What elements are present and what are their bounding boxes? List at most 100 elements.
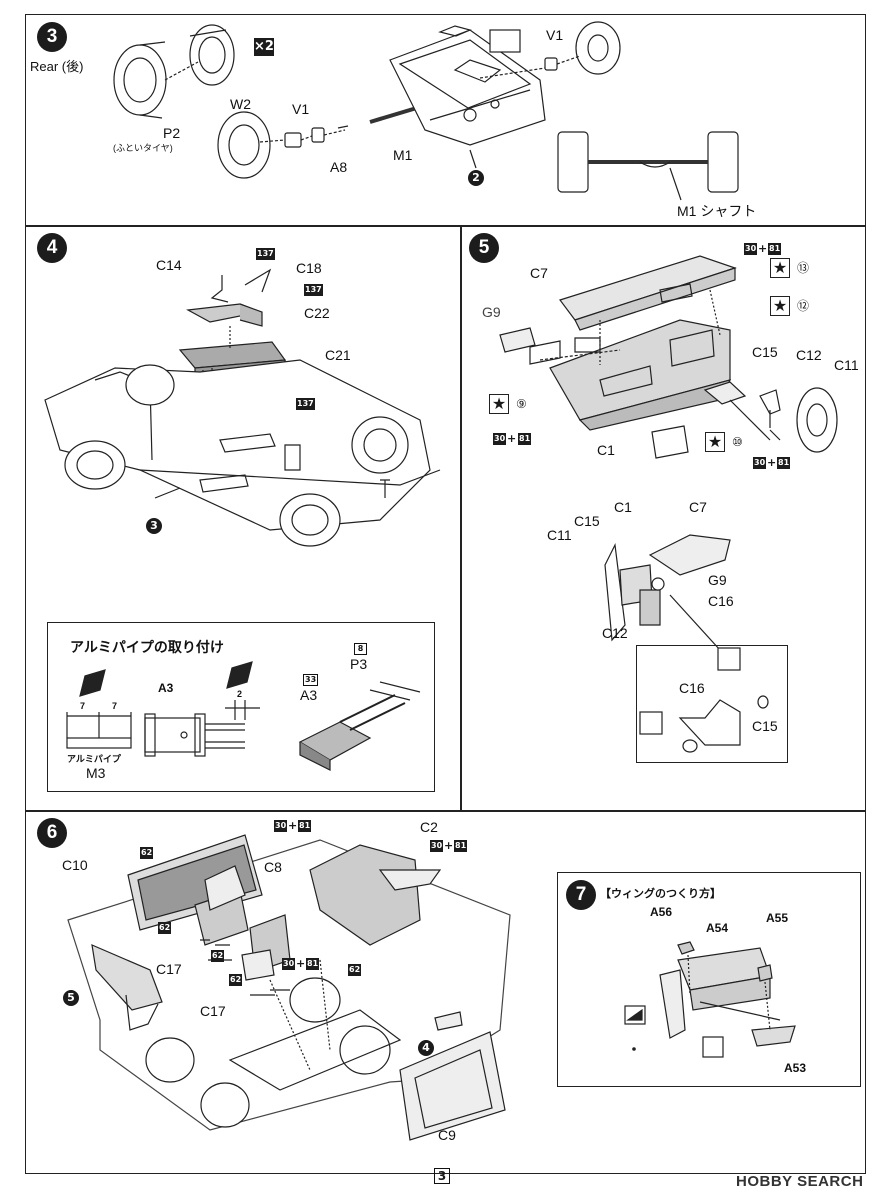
part-v1: V1	[292, 101, 310, 117]
part-p3: P3	[350, 656, 368, 672]
page-number: 3	[434, 1168, 450, 1184]
part-c18: C18	[296, 260, 322, 276]
star-decal-9: ★	[489, 394, 509, 414]
paint-81-f: 81	[306, 958, 320, 970]
part-p2-note: (ふといタイヤ)	[113, 143, 173, 153]
detail-c7: C7	[689, 499, 707, 515]
paint-30-a: 30	[744, 243, 758, 255]
paint-62-c: 62	[211, 950, 225, 962]
part-a3-b: A3	[300, 687, 318, 703]
detail-c15: C15	[574, 513, 600, 529]
paint-137-a: 137	[256, 248, 275, 260]
part-c12: C12	[796, 347, 822, 363]
part-c2: C2	[420, 819, 438, 835]
plus-d: +	[288, 819, 298, 832]
step-5-number: 5	[469, 233, 499, 263]
part-a55: A55	[766, 911, 789, 925]
part-c14: C14	[156, 257, 182, 273]
paint-8: 8	[354, 643, 367, 655]
paint-30-f: 30	[282, 958, 296, 970]
plus-f: +	[296, 957, 306, 970]
plus-c: +	[767, 456, 777, 469]
dim-2: 2	[237, 689, 243, 699]
panel-step-7	[557, 872, 861, 1087]
part-c1: C1	[597, 442, 615, 458]
paint-81-a: 81	[768, 243, 782, 255]
panel-step-5	[461, 226, 866, 811]
star-decal-12: ★	[770, 296, 790, 316]
detail-c12: C12	[602, 625, 628, 641]
part-a53: A53	[784, 1061, 807, 1075]
part-c8: C8	[264, 859, 282, 875]
part-w2: W2	[230, 96, 251, 112]
paint-81-d: 81	[298, 820, 312, 832]
dim-7-left: 7	[80, 701, 86, 711]
paint-62-b: 62	[158, 922, 172, 934]
part-c7: C7	[530, 265, 548, 281]
part-g9: G9	[482, 304, 501, 320]
decal-10: ⑩	[732, 435, 743, 449]
step-7-number: 7	[566, 880, 596, 910]
detail-g9: G9	[708, 572, 727, 588]
step-4-number: 4	[37, 233, 67, 263]
panel-detail-c16	[636, 645, 788, 763]
ref-step-2: 2	[468, 170, 484, 186]
step-3-number: 3	[37, 22, 67, 52]
part-c10: C10	[62, 857, 88, 873]
part-c17-b: C17	[200, 1003, 226, 1019]
detail-c11: C11	[547, 527, 572, 543]
step-6-number: 6	[37, 818, 67, 848]
paint-81-e: 81	[454, 840, 468, 852]
detail-c16-b: C16	[679, 680, 705, 696]
part-c21: C21	[325, 347, 351, 363]
ref-step-5: 5	[63, 990, 79, 1006]
paint-30-c: 30	[753, 457, 767, 469]
panel-step-6	[25, 811, 866, 1174]
part-a3: A3	[158, 681, 174, 695]
part-c15: C15	[752, 344, 778, 360]
paint-33: 33	[303, 674, 319, 686]
paint-137-c: 137	[296, 398, 315, 410]
plus-e: +	[444, 839, 454, 852]
part-c17: C17	[156, 961, 182, 977]
paint-30-b: 30	[493, 433, 507, 445]
pipe-title: アルミパイプの取り付け	[70, 639, 224, 655]
detail-c1: C1	[614, 499, 632, 515]
part-p2: P2	[163, 125, 181, 141]
rear-label: Rear (後)	[30, 59, 84, 74]
part-m3: M3	[86, 765, 106, 781]
star-decal-10: ★	[705, 432, 725, 452]
quantity-badge: ×2	[254, 38, 274, 56]
paint-62-e: 62	[229, 974, 243, 986]
paint-137-b: 137	[304, 284, 323, 296]
wing-title: 【ウィングのつくり方】	[600, 888, 721, 900]
plus-a: +	[758, 242, 768, 255]
paint-30-e: 30	[430, 840, 444, 852]
part-a8: A8	[330, 159, 348, 175]
paint-62-a: 62	[140, 847, 154, 859]
panel-aluminum-pipe	[47, 622, 435, 792]
star-decal-13: ★	[770, 258, 790, 278]
ref-step-4: 4	[418, 1040, 434, 1056]
part-c11: C11	[834, 357, 859, 373]
part-a54: A54	[706, 921, 729, 935]
ref-step-3: 3	[146, 518, 162, 534]
watermark: HOBBY SEARCH	[736, 1173, 864, 1190]
plus-b: +	[507, 432, 517, 445]
part-c9: C9	[438, 1127, 456, 1143]
part-c22: C22	[304, 305, 330, 321]
pipe-label: アルミパイプ	[67, 754, 121, 764]
part-v1-top: V1	[546, 27, 564, 43]
part-m1: M1	[393, 147, 413, 163]
decal-13: ⑬	[797, 261, 810, 275]
part-m1-shaft: M1 シャフト	[677, 203, 757, 219]
detail-c16: C16	[708, 593, 734, 609]
decal-9: ⑨	[516, 397, 527, 411]
paint-81-c: 81	[777, 457, 791, 469]
part-a56: A56	[650, 905, 673, 919]
paint-62-d: 62	[348, 964, 362, 976]
paint-81-b: 81	[518, 433, 532, 445]
panel-step-3	[25, 14, 866, 226]
